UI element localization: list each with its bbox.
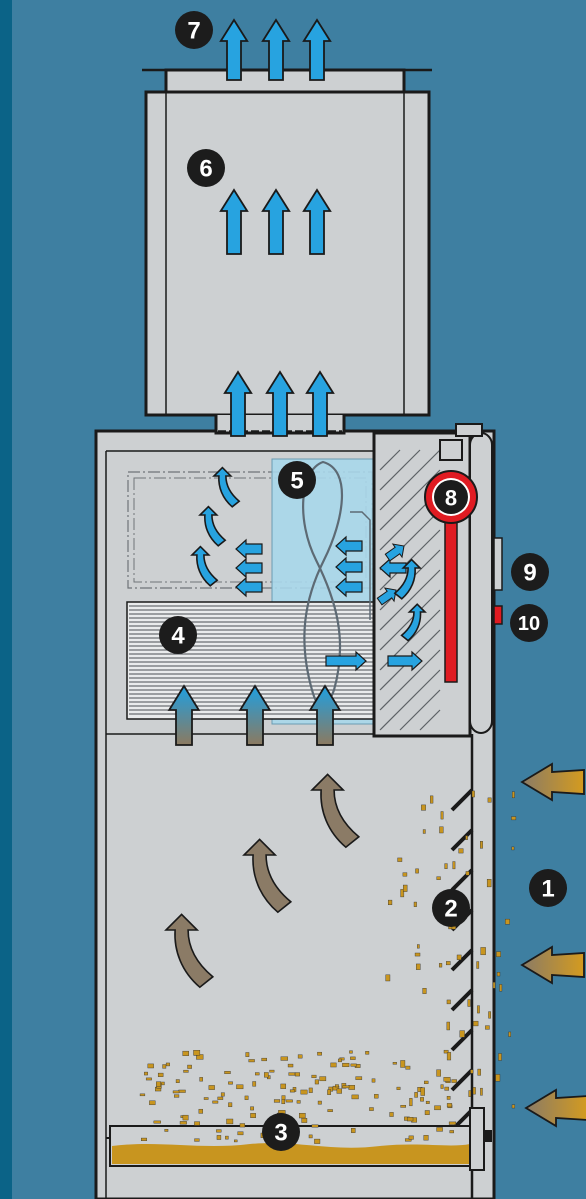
callout-8-label: 8 bbox=[445, 486, 457, 511]
callout-10-label: 10 bbox=[518, 613, 540, 635]
indicator-light bbox=[494, 606, 502, 624]
callout-2: 2 bbox=[432, 889, 470, 927]
callout-5: 5 bbox=[278, 461, 316, 499]
callout-4-label: 4 bbox=[171, 623, 185, 650]
callout-3-label: 3 bbox=[274, 1120, 287, 1147]
left-band bbox=[0, 0, 12, 1199]
control-panel bbox=[494, 538, 502, 590]
callout-3: 3 bbox=[262, 1113, 300, 1151]
callout-4: 4 bbox=[159, 616, 197, 654]
outlet-duct bbox=[142, 70, 432, 433]
callout-6-label: 6 bbox=[199, 156, 212, 183]
callout-1: 1 bbox=[529, 869, 567, 907]
callout-8: 8 bbox=[434, 480, 468, 514]
callout-6: 6 bbox=[187, 149, 225, 187]
callout-5-label: 5 bbox=[290, 468, 303, 495]
callout-2-label: 2 bbox=[444, 896, 457, 923]
callout-9-label: 9 bbox=[523, 560, 536, 587]
callout-7: 7 bbox=[175, 11, 213, 49]
heater-compartment bbox=[374, 424, 492, 736]
callout-7-label: 7 bbox=[187, 18, 200, 45]
callout-9: 9 bbox=[511, 553, 549, 591]
callout-10: 10 bbox=[510, 604, 548, 642]
callout-1-label: 1 bbox=[541, 876, 554, 903]
